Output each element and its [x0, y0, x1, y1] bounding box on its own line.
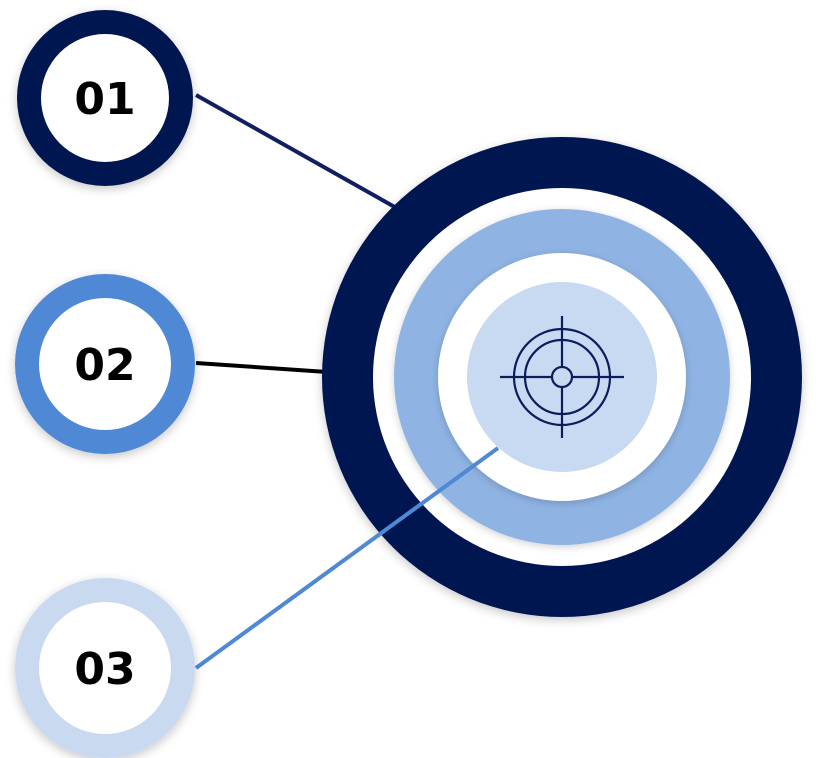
crosshair-target-icon: [500, 316, 624, 438]
pale-blue-core: [467, 282, 657, 472]
center-target: [322, 137, 802, 617]
node-01-label: 01: [74, 74, 135, 125]
connector-01: [195, 93, 401, 212]
node-03: 03: [15, 578, 195, 758]
connector-03: [194, 446, 500, 670]
node-02-label: 02: [74, 340, 135, 391]
node-03-label: 03: [74, 644, 135, 695]
node-02-face: [39, 298, 171, 430]
node-01-face: [41, 34, 169, 162]
node-01: 01: [17, 10, 193, 186]
node-03-face: [39, 602, 171, 734]
node-02: 02: [15, 274, 195, 454]
